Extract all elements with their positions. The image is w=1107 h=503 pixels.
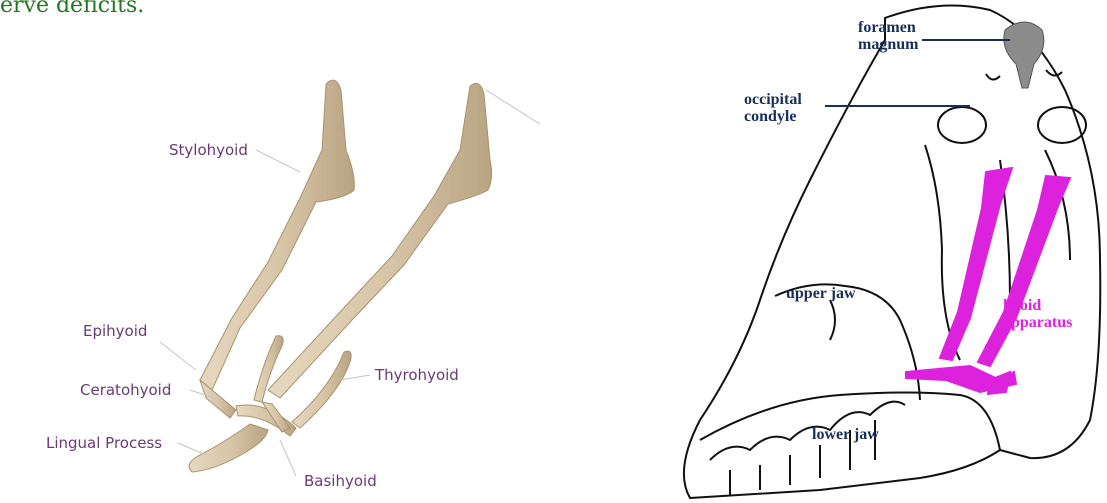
label-epihyoid: Epihyoid	[83, 322, 147, 340]
eye-arc-left	[986, 74, 1000, 80]
label-ceratohyoid: Ceratohyoid	[80, 381, 171, 399]
hyoid-apparatus-shape	[906, 168, 1070, 394]
leader-line-epihyoid	[160, 342, 196, 370]
label-lower-jaw: lower jaw	[812, 426, 879, 443]
label-thyrohyoid: Thyrohyoid	[375, 366, 459, 384]
label-stylohyoid: Stylohyoid	[169, 141, 248, 159]
label-hyoid-line1: hyoid	[1003, 297, 1072, 314]
foramen-magnum-shape	[1004, 22, 1044, 88]
leader-line-basihyoid	[280, 440, 296, 476]
leader-line-stylohyoid	[256, 150, 300, 172]
hyoid-bones-illustration: Stylohyoid Epihyoid Ceratohyoid Thyrohyo…	[0, 0, 600, 503]
hyoid-bones-drawing	[0, 0, 600, 503]
label-condyle-line1: occipital	[744, 91, 802, 108]
label-upper-jaw: upper jaw	[786, 285, 856, 302]
stylohyoid-bone-right	[268, 83, 492, 398]
label-lingual-process: Lingual Process	[46, 434, 162, 452]
lingual-process-bone	[189, 424, 268, 472]
skull-diagram: foramen magnum occipital condyle upper j…	[670, 0, 1107, 503]
label-hyoid-line2: apparatus	[1003, 314, 1072, 331]
label-foramen-line2: magnum	[858, 36, 918, 53]
occipital-condyle-left	[938, 107, 986, 143]
leader-line-lingual	[178, 443, 206, 455]
label-foramen-magnum: foramen magnum	[858, 19, 918, 53]
label-basihyoid: Basihyoid	[304, 472, 377, 490]
label-occipital-condyle: occipital condyle	[744, 91, 802, 125]
label-foramen-line1: foramen	[858, 19, 918, 36]
teeth-row	[710, 402, 905, 495]
label-condyle-line2: condyle	[744, 108, 802, 125]
skull-drawing	[670, 0, 1107, 503]
label-hyoid-apparatus: hyoid apparatus	[1003, 297, 1072, 331]
jaw-notch	[830, 300, 835, 340]
leader-line-top-right	[486, 90, 540, 124]
